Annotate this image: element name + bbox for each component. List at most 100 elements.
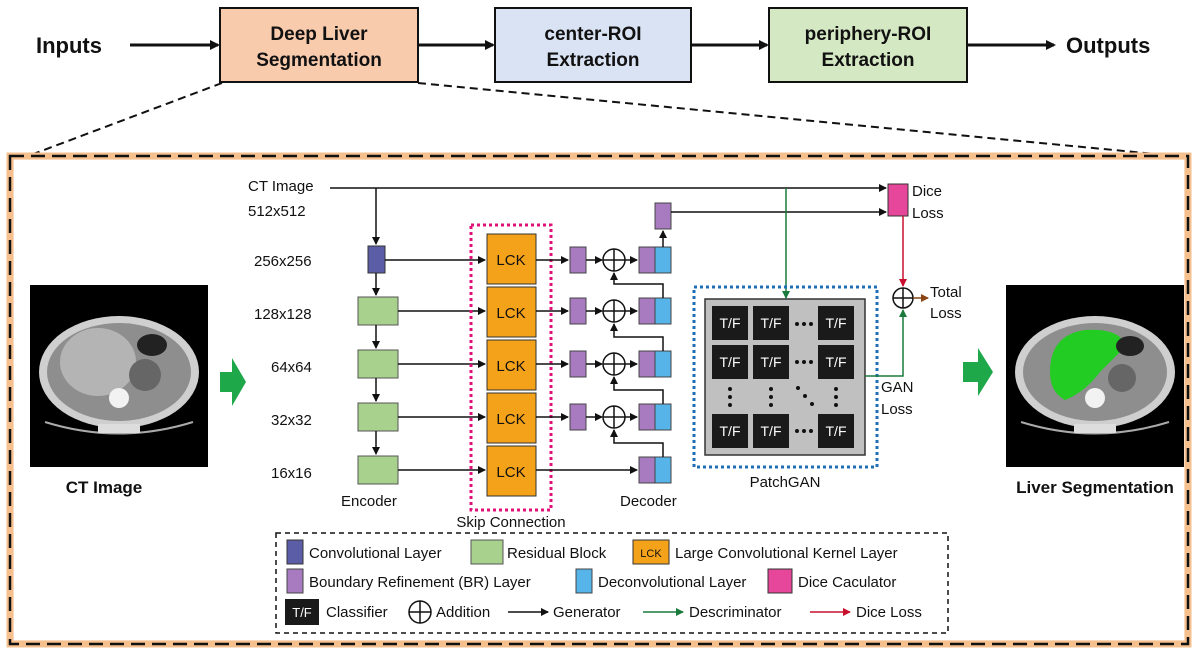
res-64: 64x64 [271,359,312,376]
step3-line2: Extraction [822,50,915,71]
lck-column: LCK LCK LCK LCK LCK [486,233,537,497]
patchgan-box [692,285,879,469]
svg-text:T/F: T/F [720,423,741,439]
legend-addition-icon [408,600,432,624]
legend-conv-swatch [286,539,304,565]
legend-generator-label: Generator [553,604,621,621]
addition-icon [602,352,626,376]
legend-conv-label: Convolutional Layer [309,545,442,562]
legend-residual-swatch [470,539,504,565]
lck-32 [486,392,537,444]
deconv-64 [654,350,672,378]
liver-segmentation-label: Liver Segmentation [1016,478,1174,497]
legend-tf-swatch [285,599,319,625]
green-arrow-right-icon [963,348,993,396]
svg-text:T/F: T/F [761,423,782,439]
outputs-label: Outputs [1066,33,1150,58]
svg-text:LCK: LCK [496,252,525,269]
liver-segmentation-image [1006,285,1184,467]
res-128: 128x128 [254,306,312,323]
residual-block-128 [357,296,399,326]
addition-icon [602,405,626,429]
green-arrow-left-icon [220,358,246,406]
br-skip-64 [569,350,587,378]
inputs-label: Inputs [36,33,102,58]
residual-block-32 [357,402,399,432]
deconv-16 [654,456,672,484]
residual-block-64 [357,349,399,379]
svg-text:T/F: T/F [761,354,782,370]
total-loss-addition-icon [892,287,914,309]
legend-dice-loss-label: Dice Loss [856,604,922,621]
br-output [654,202,672,230]
deconv-128 [654,297,672,325]
res-512: 512x512 [248,203,306,220]
res-16: 16x16 [271,465,312,482]
legend-residual-label: Residual Block [507,545,607,562]
patchgan-label: PatchGAN [750,474,821,491]
br-dec-256 [638,246,656,274]
detail-panel-inner [14,160,1184,640]
svg-text:T/F: T/F [720,354,741,370]
br-skip-256 [569,246,587,274]
dice-calculator [887,183,909,217]
br-dec-128 [638,297,656,325]
svg-text:LCK: LCK [496,358,525,375]
network-ct-image-label: CT Image [248,178,314,195]
svg-text:LCK: LCK [496,305,525,322]
gan-loss-line1: GAN [881,379,914,396]
tf-cell [818,345,854,379]
legend-lck-tag: LCK [640,548,662,560]
deconv-32 [654,403,672,431]
zoom-line-left [27,82,223,157]
lck-256 [486,233,537,285]
step3-line1: periphery-ROI [805,24,932,45]
legend-tf-tag: T/F [292,605,312,620]
step2-line1: center-ROI [544,24,641,45]
legend-br-swatch [286,568,304,594]
step2-line2: Extraction [547,50,640,71]
res-32: 32x32 [271,412,312,429]
skip-connection-box [469,223,553,512]
svg-text:T/F: T/F [720,315,741,331]
br-dec-64 [638,350,656,378]
addition-icon [602,299,626,323]
legend-classifier-label: Classifier [326,604,388,621]
legend-dice-swatch [767,568,793,594]
tf-cell [753,345,789,379]
gan-loss-arrow [865,309,907,377]
legend-lck-swatch [632,539,670,565]
svg-text:T/F: T/F [761,315,782,331]
legend-discriminator-label: Descriminator [689,604,782,621]
tf-cell [818,306,854,340]
dice-loss-line1: Dice [912,183,942,200]
lck-128 [486,286,537,338]
step1-line2: Segmentation [256,50,382,71]
tf-cell [753,306,789,340]
legend-box [275,532,949,634]
ct-image [30,285,208,467]
svg-text:T/F: T/F [826,423,847,439]
br-dec-16 [638,456,656,484]
center-roi-box [494,7,692,83]
decoder [638,202,672,484]
encoder-label: Encoder [341,493,397,510]
legend-addition-label: Addition [436,604,490,621]
svg-text:LCK: LCK [496,411,525,428]
total-loss-line2: Loss [930,305,962,322]
legend-lck-label: Large Convolutional Kernel Layer [675,545,898,562]
br-dec-32 [638,403,656,431]
legend-br-label: Boundary Refinement (BR) Layer [309,574,531,591]
deconv-256 [654,246,672,274]
addition-icon [602,248,626,272]
periphery-roi-box [768,7,968,83]
skip-connection-label: Skip Connection [456,514,565,531]
tf-cell [712,306,748,340]
gan-loss-line2: Loss [881,401,913,418]
legend: Convolutional Layer Residual Block LCK L… [285,539,922,625]
legend-deconv-label: Deconvolutional Layer [598,574,746,591]
lck-64 [486,339,537,391]
residual-block-16 [357,455,399,485]
tf-cell [712,345,748,379]
